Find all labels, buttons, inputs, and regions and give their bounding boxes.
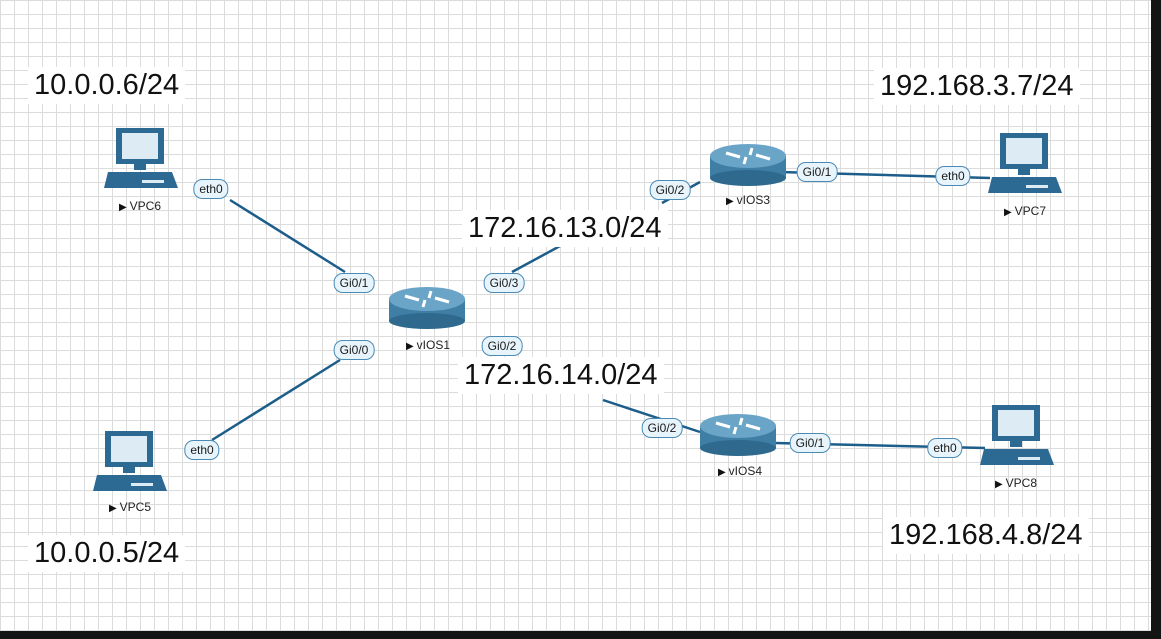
play-icon[interactable]: ▶ (108, 503, 117, 514)
ip-label-vpc6: 10.0.0.6/24 (28, 67, 186, 104)
iface-vpc5-eth0[interactable]: eth0 (184, 440, 220, 460)
play-icon[interactable]: ▶ (717, 467, 726, 478)
node-label-vpc5: ▶VPC5 (108, 500, 152, 514)
ip-label-vpc5: 10.0.0.5/24 (28, 535, 186, 572)
pc-icon-vpc6[interactable] (104, 128, 178, 188)
link-vios1-vios3[interactable] (511, 244, 561, 274)
window-border-right (1151, 0, 1161, 639)
iface-vios3-gi01[interactable]: Gi0/1 (796, 162, 838, 182)
play-icon[interactable]: ▶ (118, 202, 127, 213)
network-label-172-16-13: 172.16.13.0/24 (462, 210, 668, 247)
node-label-vios4: ▶vIOS4 (717, 464, 763, 478)
router-icon-vios1[interactable] (389, 287, 465, 329)
router-icon-vios3[interactable] (710, 144, 786, 186)
router-icon-vios4[interactable] (700, 414, 776, 456)
iface-vios1-gi00[interactable]: Gi0/0 (333, 340, 375, 360)
play-icon[interactable]: ▶ (405, 341, 414, 352)
iface-vios4-gi02[interactable]: Gi0/2 (641, 418, 683, 438)
links-layer (93, 128, 1062, 491)
network-label-172-16-14: 172.16.14.0/24 (458, 357, 664, 394)
iface-vpc7-eth0[interactable]: eth0 (935, 166, 971, 186)
iface-vios1-gi03[interactable]: Gi0/3 (483, 273, 525, 293)
iface-vpc8-eth0[interactable]: eth0 (927, 438, 963, 458)
pc-icon-vpc8[interactable] (980, 405, 1054, 465)
node-label-vpc6: ▶VPC6 (118, 199, 162, 213)
ip-label-vpc8: 192.168.4.8/24 (883, 517, 1089, 554)
node-label-vios3: ▶vIOS3 (725, 193, 771, 207)
play-icon[interactable]: ▶ (725, 196, 734, 207)
link-vpc6-vios1[interactable] (229, 198, 346, 274)
iface-vios4-gi01[interactable]: Gi0/1 (789, 433, 831, 453)
iface-vpc6-eth0[interactable]: eth0 (193, 179, 229, 199)
pc-icon-vpc7[interactable] (988, 133, 1062, 193)
node-label-vpc7: ▶VPC7 (1003, 204, 1047, 218)
node-label-vpc8: ▶VPC8 (994, 476, 1038, 490)
link-vios1-vios4[interactable] (602, 398, 701, 434)
link-vpc5-vios1[interactable] (211, 358, 341, 442)
node-label-vios1: ▶vIOS1 (405, 338, 451, 352)
iface-vios3-gi02[interactable]: Gi0/2 (649, 180, 691, 200)
iface-vios1-gi01[interactable]: Gi0/1 (333, 273, 375, 293)
topology-canvas[interactable]: ▶VPC6 ▶VPC5 ▶vIOS1 ▶vIOS3 ▶vIOS4 ▶VPC7 ▶… (0, 0, 1151, 631)
play-icon[interactable]: ▶ (1003, 207, 1012, 218)
iface-vios1-gi02[interactable]: Gi0/2 (481, 336, 523, 356)
play-icon[interactable]: ▶ (994, 479, 1003, 490)
ip-label-vpc7: 192.168.3.7/24 (874, 68, 1080, 105)
pc-icon-vpc5[interactable] (93, 431, 167, 491)
window-border-bottom (0, 631, 1161, 639)
